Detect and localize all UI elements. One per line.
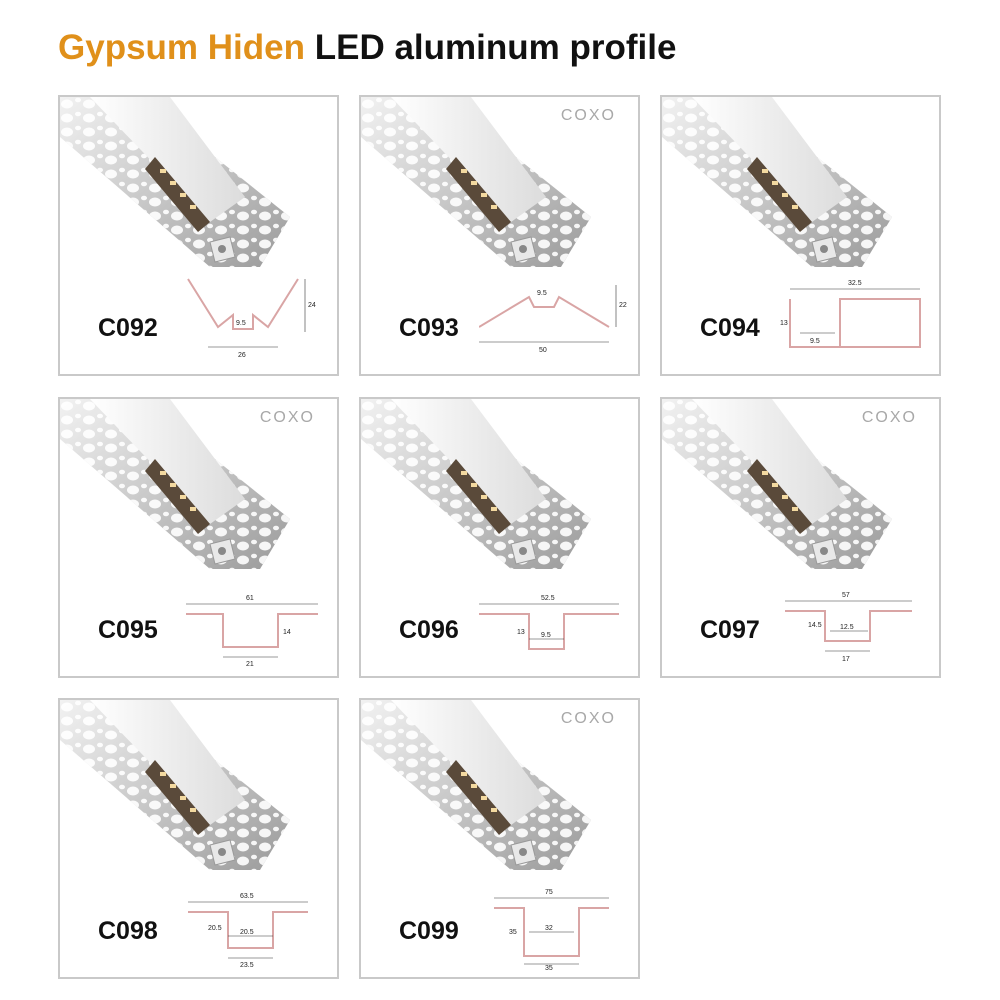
product-card-c097[interactable]: COXO C097 57 12.5 17 14.5 (660, 397, 941, 678)
product-photo (361, 399, 592, 570)
product-card-c093[interactable]: COXO C093 9.5 50 22 (359, 95, 640, 376)
dim-label: 9.5 (236, 320, 246, 327)
dim-label: 26 (238, 352, 246, 359)
product-photo (60, 700, 291, 871)
dim-label: 17 (842, 656, 850, 663)
title-rest: LED aluminum profile (314, 28, 677, 67)
brand-watermark: COXO (560, 710, 616, 727)
dim-label: 57 (842, 592, 850, 599)
dim-label: 20.5 (240, 929, 254, 936)
dim-label: 9.5 (810, 338, 820, 345)
dim-label: 32 (545, 925, 553, 932)
product-card-c095[interactable]: COXO C095 61 21 14 (58, 397, 339, 678)
page-title: Gypsum Hiden LED aluminum profile (58, 28, 676, 68)
dim-label: 63.5 (240, 893, 254, 900)
cross-section-drawing: 32.5 9.5 13 (780, 280, 921, 348)
product-code: C099 (399, 917, 459, 945)
product-code: C094 (700, 314, 760, 342)
dim-label: 24 (308, 302, 316, 309)
cross-section-drawing: 63.5 20.5 23.5 20.5 (188, 893, 308, 969)
dim-label: 9.5 (541, 632, 551, 639)
brand-watermark: COXO (259, 409, 315, 426)
product-code: C093 (399, 314, 459, 342)
dim-label: 14 (283, 629, 291, 636)
cross-section-drawing: 57 12.5 17 14.5 (785, 592, 912, 663)
dim-label: 35 (509, 929, 517, 936)
cross-section-drawing: 75 32 35 35 (494, 889, 609, 970)
dim-label: 32.5 (848, 280, 862, 287)
product-photo (60, 97, 291, 268)
product-code: C097 (700, 616, 760, 644)
cross-section-drawing: 61 21 14 (186, 595, 318, 668)
dim-label: 13 (517, 629, 525, 636)
dim-label: 20.5 (208, 925, 222, 932)
product-code: C092 (98, 314, 158, 342)
brand-watermark: COXO (560, 107, 616, 124)
dim-label: 61 (246, 595, 254, 602)
title-highlight: Gypsum Hiden (58, 28, 305, 67)
dim-label: 22 (619, 302, 627, 309)
dim-label: 14.5 (808, 622, 822, 629)
dim-label: 50 (539, 347, 547, 354)
dim-label: 13 (780, 320, 788, 327)
product-photo (662, 97, 893, 268)
product-card-c099[interactable]: COXO C099 75 32 35 35 (359, 698, 640, 979)
brand-watermark: COXO (861, 409, 917, 426)
dim-label: 35 (545, 965, 553, 970)
product-card-c098[interactable]: C098 63.5 20.5 23.5 20.5 (58, 698, 339, 979)
product-code: C098 (98, 917, 158, 945)
dim-label: 21 (246, 661, 254, 668)
product-card-c096[interactable]: C096 52.5 9.5 13 (359, 397, 640, 678)
product-card-c092[interactable]: C092 9.5 26 24 (58, 95, 339, 376)
cross-section-drawing: 9.5 26 24 (187, 278, 316, 359)
dim-label: 23.5 (240, 962, 254, 969)
product-card-c094[interactable]: C094 32.5 9.5 13 (660, 95, 941, 376)
cross-section-drawing: 52.5 9.5 13 (479, 595, 619, 650)
product-code: C096 (399, 616, 459, 644)
dim-label: 9.5 (537, 290, 547, 297)
dim-label: 75 (545, 889, 553, 896)
cross-section-drawing: 9.5 50 22 (479, 285, 627, 354)
dim-label: 52.5 (541, 595, 555, 602)
product-code: C095 (98, 616, 158, 644)
dim-label: 12.5 (840, 624, 854, 631)
